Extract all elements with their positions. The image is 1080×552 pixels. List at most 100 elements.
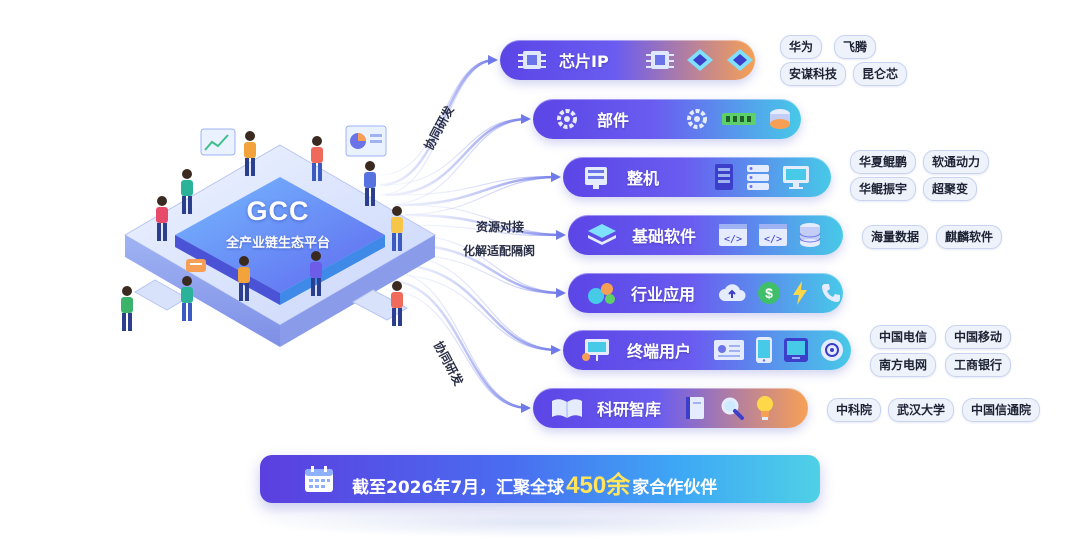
person-figure <box>391 206 403 251</box>
svg-text:$: $ <box>765 285 773 301</box>
flow-arrow <box>394 176 559 216</box>
presentation-screen-icon <box>577 335 617 365</box>
flow-arrow <box>384 278 531 413</box>
phone-icon <box>819 281 843 305</box>
banner-shadow <box>250 508 830 538</box>
person-figure <box>311 136 323 181</box>
person-figure <box>181 276 193 321</box>
database-icon <box>798 221 822 249</box>
partner-tag: 华夏鲲鹏 <box>850 150 917 174</box>
partner-tag: 软通动力 <box>923 150 990 174</box>
category-whole-machine: 整机 <box>563 157 831 197</box>
partner-tag: 工商银行 <box>945 353 1012 377</box>
partner-tag: 华鲲振宇 <box>850 177 917 201</box>
partner-tag: 飞腾 <box>834 35 877 59</box>
smartphone-icon <box>755 336 773 364</box>
category-end-users: 终端用户 <box>563 330 851 370</box>
server-icon <box>577 162 617 192</box>
banner-number: 450余 <box>566 472 631 499</box>
disk-icon <box>767 106 793 132</box>
category-industry-apps: 行业应用 $ <box>568 273 843 313</box>
banner-suffix: 家合作伙伴 <box>632 478 718 498</box>
tablet-icon <box>783 337 809 363</box>
dollar-icon: $ <box>757 281 781 305</box>
lightning-icon <box>791 280 809 306</box>
chip-icon <box>685 47 715 73</box>
memory-stick-icon <box>721 109 757 129</box>
person-figure <box>364 161 376 206</box>
banner-text: 截至2026年7月，汇聚全球 450余 家合作伙伴 <box>352 465 717 500</box>
chip-icon <box>725 47 755 73</box>
person-figure <box>121 286 133 331</box>
partner-tag: 海量数据 <box>862 225 929 249</box>
category-label: 基础软件 <box>632 227 697 246</box>
flow-label-adapt: 化解适配隔阂 <box>463 244 536 258</box>
flow-arrow <box>384 114 531 197</box>
gear-icon <box>547 104 587 134</box>
platform-subtitle: 全产业链生态平台 <box>225 236 330 251</box>
partner-tag: 中国电信 <box>870 325 937 349</box>
id-card-icon <box>713 338 745 362</box>
partner-tag: 中科院 <box>827 398 882 422</box>
category-label: 芯片IP <box>559 52 609 71</box>
magnifier-icon <box>719 395 745 421</box>
code-window-icon: </> <box>758 223 788 247</box>
person-figure <box>310 251 322 296</box>
partner-tag: 中国移动 <box>945 325 1012 349</box>
flow-arrow <box>404 224 564 237</box>
person-figure <box>238 256 250 301</box>
category-basic-software: 基础软件 </> </> <box>568 215 843 255</box>
partner-tag: 南方电网 <box>870 353 937 377</box>
flow-arrow <box>394 263 561 355</box>
circuit-board-icon <box>645 47 675 73</box>
svg-text:</>: </> <box>724 234 742 245</box>
open-book-icon <box>547 393 587 423</box>
gear-icon <box>683 106 711 132</box>
flow-arrow <box>404 213 566 240</box>
category-components: 部件 <box>533 99 801 139</box>
flow-arrow <box>379 59 496 196</box>
pie-screen-icon <box>345 125 387 157</box>
category-chip-ip: 芯片IP <box>500 40 755 80</box>
flow-arrow <box>384 289 529 409</box>
flow-label-resource: 资源对接 <box>476 220 525 234</box>
category-label: 科研智库 <box>597 400 662 419</box>
person-figure <box>156 196 168 241</box>
flow-arrow <box>404 204 564 236</box>
partner-tag: 昆仑芯 <box>853 62 908 86</box>
calendar-icon <box>305 466 333 492</box>
partner-tag: 麒麟软件 <box>936 225 1003 249</box>
category-research: 科研智库 <box>533 388 808 428</box>
cloud-upload-icon <box>717 281 747 305</box>
partner-tag: 武汉大学 <box>888 398 955 422</box>
partner-tag: 安谋科技 <box>780 62 847 86</box>
monitor-icon <box>781 164 811 190</box>
person-figure <box>244 131 256 176</box>
person-figure <box>181 169 193 214</box>
lightbulb-icon <box>755 394 775 422</box>
partner-tag: 超聚变 <box>923 177 978 201</box>
flow-arrow <box>379 55 498 187</box>
platform-base <box>124 144 436 347</box>
ai-head-icon <box>819 337 845 363</box>
app-cluster-icon <box>582 278 621 308</box>
server-stack-icon <box>745 163 771 191</box>
flow-arrow <box>394 172 561 207</box>
chat-bubble-icon <box>186 259 206 272</box>
svg-text:</>: </> <box>764 234 782 245</box>
category-label: 终端用户 <box>627 342 692 361</box>
chart-screen-icon <box>200 128 236 156</box>
partner-tag: 中国信通院 <box>962 398 1041 422</box>
code-window-icon: </> <box>718 223 748 247</box>
category-label: 整机 <box>627 169 660 188</box>
stack-layers-icon <box>582 220 622 250</box>
partner-tag: 华为 <box>780 35 823 59</box>
person-figure <box>391 281 403 326</box>
book-icon <box>683 395 709 421</box>
partner-count-banner: 截至2026年7月，汇聚全球 450余 家合作伙伴 <box>260 455 820 503</box>
server-rack-icon <box>713 163 735 191</box>
category-label: 行业应用 <box>631 285 696 304</box>
gcc-platform <box>115 135 445 365</box>
